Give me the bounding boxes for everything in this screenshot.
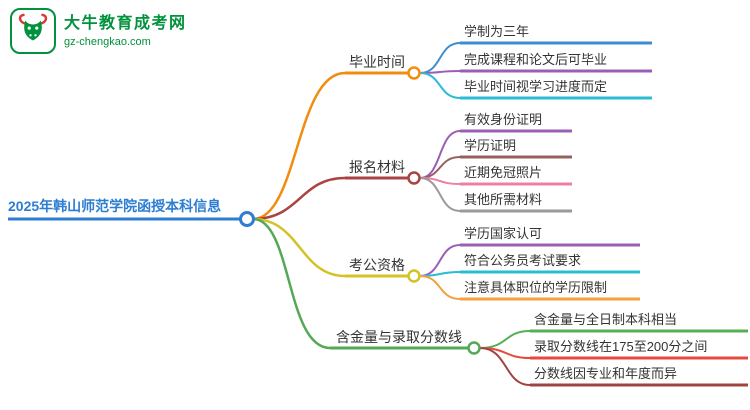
bull-logo-icon [10,8,56,54]
leaf-label-3-1: 学历国家认可 [464,226,543,241]
edge-branch-application-materials [252,176,346,221]
branch-label-civil-service: 考公资格 [349,257,405,273]
leaf-label-2-1: 有效身份证明 [464,112,543,127]
node-circle-branch-3[interactable] [407,269,421,283]
bull-icon [18,13,48,41]
node-circle-root[interactable] [239,211,255,227]
edge-leaf-2-2 [419,156,461,179]
logo-text: 大牛教育成考网 gz-chengkao.com [64,14,187,49]
edge-leaf-3-2 [419,271,461,277]
leaf-label-2-2: 学历证明 [464,138,517,153]
edge-leaf-1-1 [419,42,461,74]
edge-branch-graduation-time [252,71,346,221]
leaf-label-1-2: 完成课程和论文后可毕业 [464,52,608,67]
edge-leaf-4-3 [479,347,531,386]
leaf-label-2-4: 其他所需材料 [464,192,543,207]
branch-label-value-score: 含金量与录取分数线 [336,329,462,345]
edge-leaf-1-3 [419,72,461,99]
leaf-label-4-3: 分数线因专业和年度而异 [534,366,678,381]
logo-subtitle: gz-chengkao.com [64,35,151,48]
root-node-label: 2025年韩山师范学院函授本科信息 [8,198,222,214]
site-logo[interactable]: 大牛教育成考网 gz-chengkao.com [10,8,187,54]
node-circle-branch-1[interactable] [407,66,421,80]
edge-branch-value-score [252,217,331,350]
leaf-label-4-1: 含金量与全日制本科相当 [534,312,678,327]
branch-label-application-materials: 报名材料 [349,159,405,175]
edge-leaf-2-4 [419,177,461,212]
leaf-label-2-3: 近期免冠照片 [464,165,543,180]
edge-branch-civil-service [252,217,346,278]
logo-title: 大牛教育成考网 [64,14,187,32]
edge-leaf-3-3 [419,275,461,300]
node-circle-branch-2[interactable] [407,171,421,185]
leaf-label-3-3: 注意具体职位的学历限制 [464,280,608,295]
leaf-label-1-3: 毕业时间视学习进度而定 [464,79,608,94]
leaf-label-4-2: 录取分数线在175至200分之间 [534,339,708,354]
branch-label-graduation-time: 毕业时间 [349,54,405,70]
node-circle-branch-4[interactable] [467,341,481,355]
edge-leaf-2-1 [419,130,461,179]
leaf-label-1-1: 学制为三年 [464,24,530,39]
edge-leaf-4-1 [479,330,531,349]
leaf-label-3-2: 符合公务员考试要求 [464,253,582,268]
